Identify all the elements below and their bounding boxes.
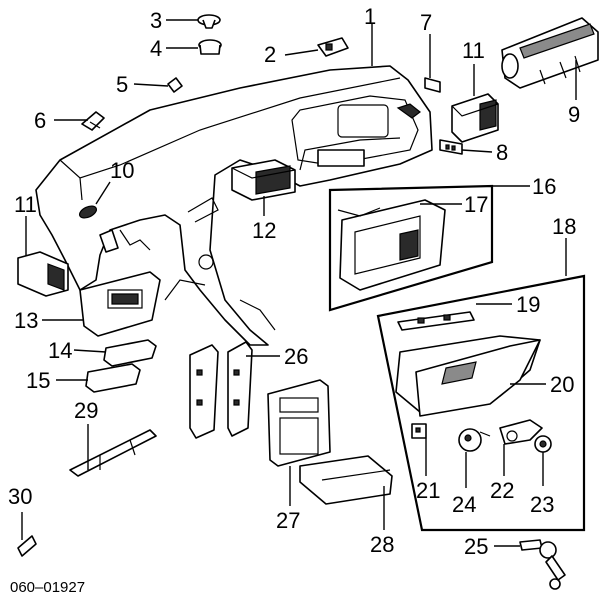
- glove-box-frame-18: [376, 274, 586, 532]
- callout-13: 13: [14, 308, 38, 333]
- lock-part-22: [499, 419, 543, 445]
- callout-22: 22: [490, 478, 514, 503]
- cover-part-15: [85, 363, 141, 393]
- plate-part-7: [424, 77, 441, 93]
- striker-part-21: [411, 423, 427, 439]
- callout-14: 14: [48, 338, 72, 363]
- lock-part-24: [458, 428, 491, 452]
- leader-lines: [21, 19, 577, 547]
- callout-16: 16: [532, 174, 556, 199]
- callout-5: 5: [116, 72, 128, 97]
- callout-8: 8: [496, 140, 508, 165]
- callout-29: 29: [74, 398, 98, 423]
- callout-15: 15: [26, 368, 50, 393]
- callout-2: 2: [264, 42, 276, 67]
- callout-18: 18: [552, 214, 576, 239]
- instrument-panel: [35, 65, 433, 346]
- clip-part-3: [197, 14, 221, 29]
- callout-11-right: 11: [462, 38, 485, 63]
- callout-24: 24: [452, 492, 476, 517]
- callout-23: 23: [530, 492, 554, 517]
- callout-1: 1: [364, 4, 376, 29]
- bracket-part-2: [317, 37, 349, 57]
- cylinder-part-23: [534, 435, 552, 453]
- callout-26: 26: [284, 344, 308, 369]
- stopper-part-19: [397, 311, 475, 331]
- cover-part-14: [103, 339, 157, 367]
- callout-6: 6: [34, 108, 46, 133]
- vent-part-11-left: [17, 251, 69, 297]
- glove-box-door-part-20: [395, 335, 541, 417]
- callout-12: 12: [252, 218, 276, 243]
- callout-27: 27: [276, 508, 300, 533]
- callout-10: 10: [110, 158, 134, 183]
- callout-25: 25: [464, 534, 488, 559]
- brackets-part-26: [189, 341, 253, 439]
- reinforcement-part-29: [69, 429, 157, 477]
- callout-7: 7: [420, 10, 432, 35]
- clip-part-30: [17, 535, 37, 557]
- callout-9: 9: [568, 102, 580, 127]
- callout-28: 28: [370, 532, 394, 557]
- clip-part-5: [167, 77, 183, 93]
- callout-20: 20: [550, 372, 574, 397]
- callout-labels: 1 2 3 4 5 6 7 8 9 10 11 11 12 13 14 15 1…: [8, 4, 580, 559]
- glove-box-frame-16: [328, 184, 494, 312]
- bracket-part-6: [81, 111, 105, 131]
- callout-30: 30: [8, 484, 32, 509]
- pocket-part-28: [299, 455, 393, 505]
- bezel-part-27: [267, 379, 331, 467]
- diagram-code: 060–01927: [10, 579, 85, 596]
- callout-19: 19: [516, 292, 540, 317]
- callout-21: 21: [416, 478, 440, 503]
- callout-17: 17: [464, 192, 488, 217]
- grommet-part-4: [198, 39, 222, 55]
- combination-meter-part-9: [501, 17, 599, 89]
- center-vent-part-12: [231, 159, 296, 201]
- callout-4: 4: [150, 36, 162, 61]
- callout-3: 3: [150, 8, 162, 33]
- key-set-part-25: [519, 539, 566, 590]
- vent-part-11-right: [451, 93, 499, 143]
- callout-11-left: 11: [14, 192, 37, 217]
- lower-panel-part-13: [79, 271, 161, 337]
- connector-part-8: [439, 139, 463, 155]
